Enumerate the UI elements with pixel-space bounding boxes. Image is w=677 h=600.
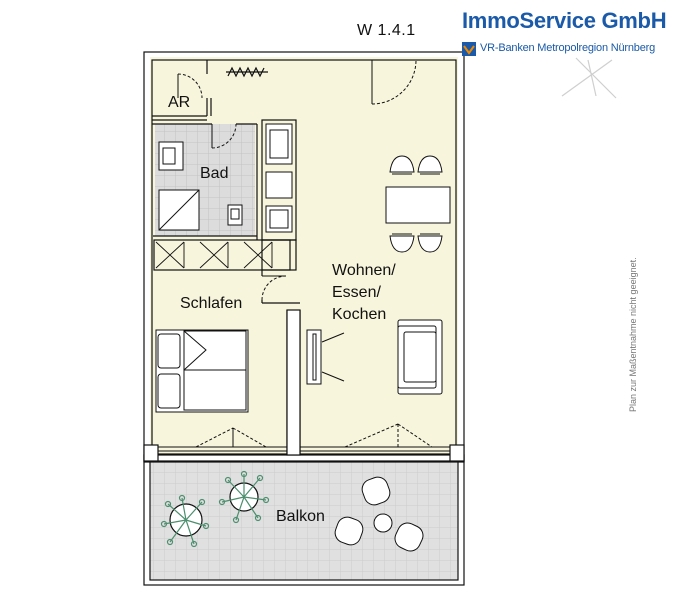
balcony-table-icon <box>373 513 393 533</box>
chair-icon <box>389 235 415 253</box>
room-label-bad: Bad <box>200 165 229 182</box>
doors <box>177 59 433 448</box>
kitchen-fixtures <box>265 123 293 233</box>
room-label-balkon: Balkon <box>276 508 325 525</box>
bathroom-fixtures <box>158 141 243 231</box>
double-bed <box>155 329 249 413</box>
watermark-x-icon <box>561 57 617 99</box>
room-label-wohnen: Wohnen/ Essen/ Kochen <box>332 262 396 323</box>
dining-table <box>385 155 451 253</box>
balcony-chair-icon <box>361 476 391 506</box>
brand-subtitle: VR-Banken Metropolregion Nürnberg <box>480 42 655 54</box>
room-label-schlafen: Schlafen <box>180 295 243 312</box>
sofa <box>397 319 443 395</box>
chair-icon <box>417 235 443 253</box>
walls <box>143 51 465 586</box>
radiator-icon <box>226 66 268 78</box>
wardrobe <box>155 241 273 269</box>
balcony-furniture <box>334 476 424 552</box>
plant-icon <box>160 470 270 548</box>
brand-block: ImmoService GmbH VR-Banken Metropolregio… <box>462 8 667 56</box>
brand-name: ImmoService GmbH <box>462 8 667 33</box>
room-label-ar: AR <box>168 94 191 111</box>
balcony-chair-icon <box>394 522 424 552</box>
vr-bank-logo-icon <box>462 42 476 56</box>
balcony-chair-icon <box>334 516 364 546</box>
stove-icon <box>265 171 293 199</box>
disclaimer-text: Plan zur Maßentnahme nicht geeignet. <box>628 257 638 412</box>
chair-icon <box>417 155 443 173</box>
chair-icon <box>389 155 415 173</box>
tv-icon <box>306 329 345 385</box>
unit-label: W 1.4.1 <box>357 22 416 39</box>
